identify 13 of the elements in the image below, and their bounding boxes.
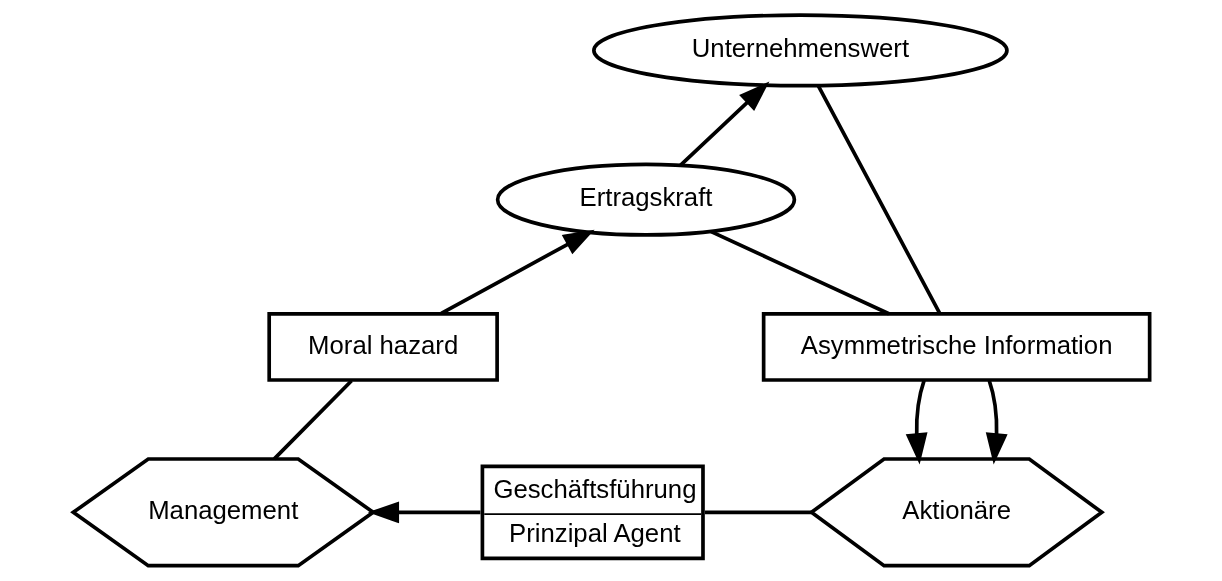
arrow — [905, 380, 928, 465]
node-box: Asymmetrische Information — [761, 312, 1151, 382]
connector — [709, 229, 890, 316]
arrow — [678, 81, 769, 167]
arrow — [985, 380, 1008, 465]
connector — [816, 85, 941, 315]
connector — [704, 510, 811, 515]
node-ellipse: Ertragskraft — [495, 162, 796, 237]
arrow — [439, 229, 595, 315]
node-ellipse: Unternehmenswert — [591, 13, 1009, 88]
connector — [272, 379, 353, 461]
arrow — [367, 501, 480, 524]
node-box: Moral hazard — [266, 312, 499, 382]
